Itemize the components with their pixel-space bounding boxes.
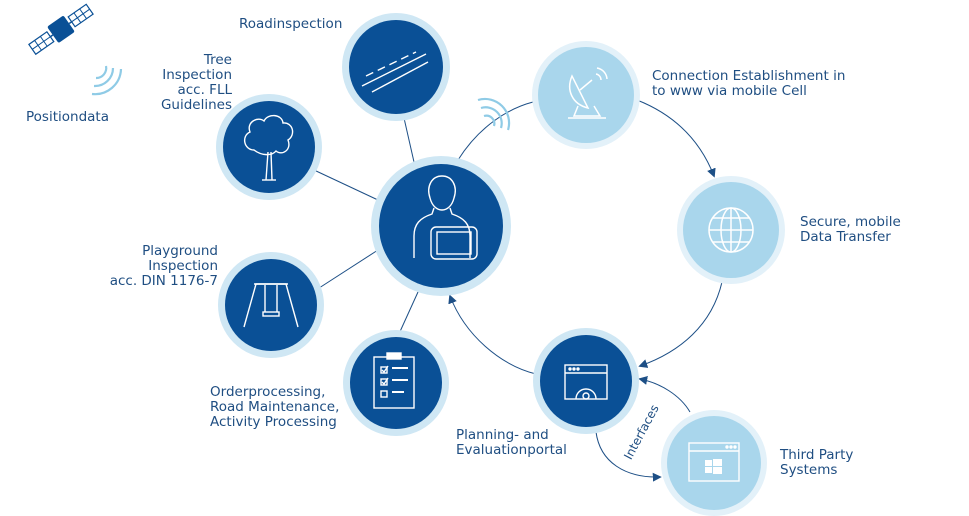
connector-tree: [313, 169, 379, 201]
connection-node: [532, 41, 640, 149]
web-portal-icon: [564, 364, 608, 400]
road-icon: [361, 51, 429, 93]
arc-planning-to-hub: [448, 294, 537, 375]
playground-inspection-label: Playground Inspection acc. DIN 1176-7: [109, 243, 218, 289]
clipboard-icon: [373, 352, 415, 409]
connector-playground: [315, 249, 379, 291]
central-user-node: [371, 156, 511, 296]
tree-inspection-label: Tree Inspection acc. FLL Guidelines: [160, 52, 232, 113]
arc-connection-to-secure: [636, 99, 716, 178]
arc-secure-to-planning: [638, 281, 723, 368]
signal-waves-icon: [477, 97, 511, 131]
secure-transfer-node: [677, 176, 785, 284]
arc-third-party-to-planning: [638, 376, 691, 413]
swing-icon: [243, 283, 299, 328]
roadinspection-label: Roadinspection: [239, 16, 343, 32]
roadinspection-node: [342, 13, 450, 121]
planning-portal-node: [533, 328, 639, 434]
third-party-node: [661, 410, 767, 516]
connector-road: [403, 117, 415, 163]
globe-icon: [708, 207, 754, 253]
flow-arcs: [448, 99, 723, 482]
arc-hub-to-connection: [457, 101, 534, 161]
connection-label: Connection Establishment in to www via m…: [652, 68, 846, 99]
tree-icon: [243, 114, 294, 181]
planning-portal-label: Planning- and Evaluationportal: [456, 427, 567, 458]
hub-connectors: [313, 117, 419, 337]
satellite-icon: [28, 3, 123, 96]
positiondata-label: Positiondata: [26, 109, 109, 125]
playground-inspection-node: [218, 252, 324, 358]
satellite-dish-icon: [568, 67, 608, 119]
orderprocessing-node: [343, 330, 449, 436]
arc-planning-to-third-party: [595, 431, 662, 482]
windows-window-icon: [688, 442, 740, 482]
orderprocessing-label: Orderprocessing, Road Maintenance, Activ…: [210, 384, 340, 430]
secure-transfer-label: Secure, mobile Data Transfer: [800, 214, 901, 245]
connector-order: [397, 291, 419, 337]
third-party-label: Third Party Systems: [780, 447, 854, 478]
user-tablet-icon: [413, 175, 478, 260]
tree-inspection-node: [216, 94, 322, 200]
